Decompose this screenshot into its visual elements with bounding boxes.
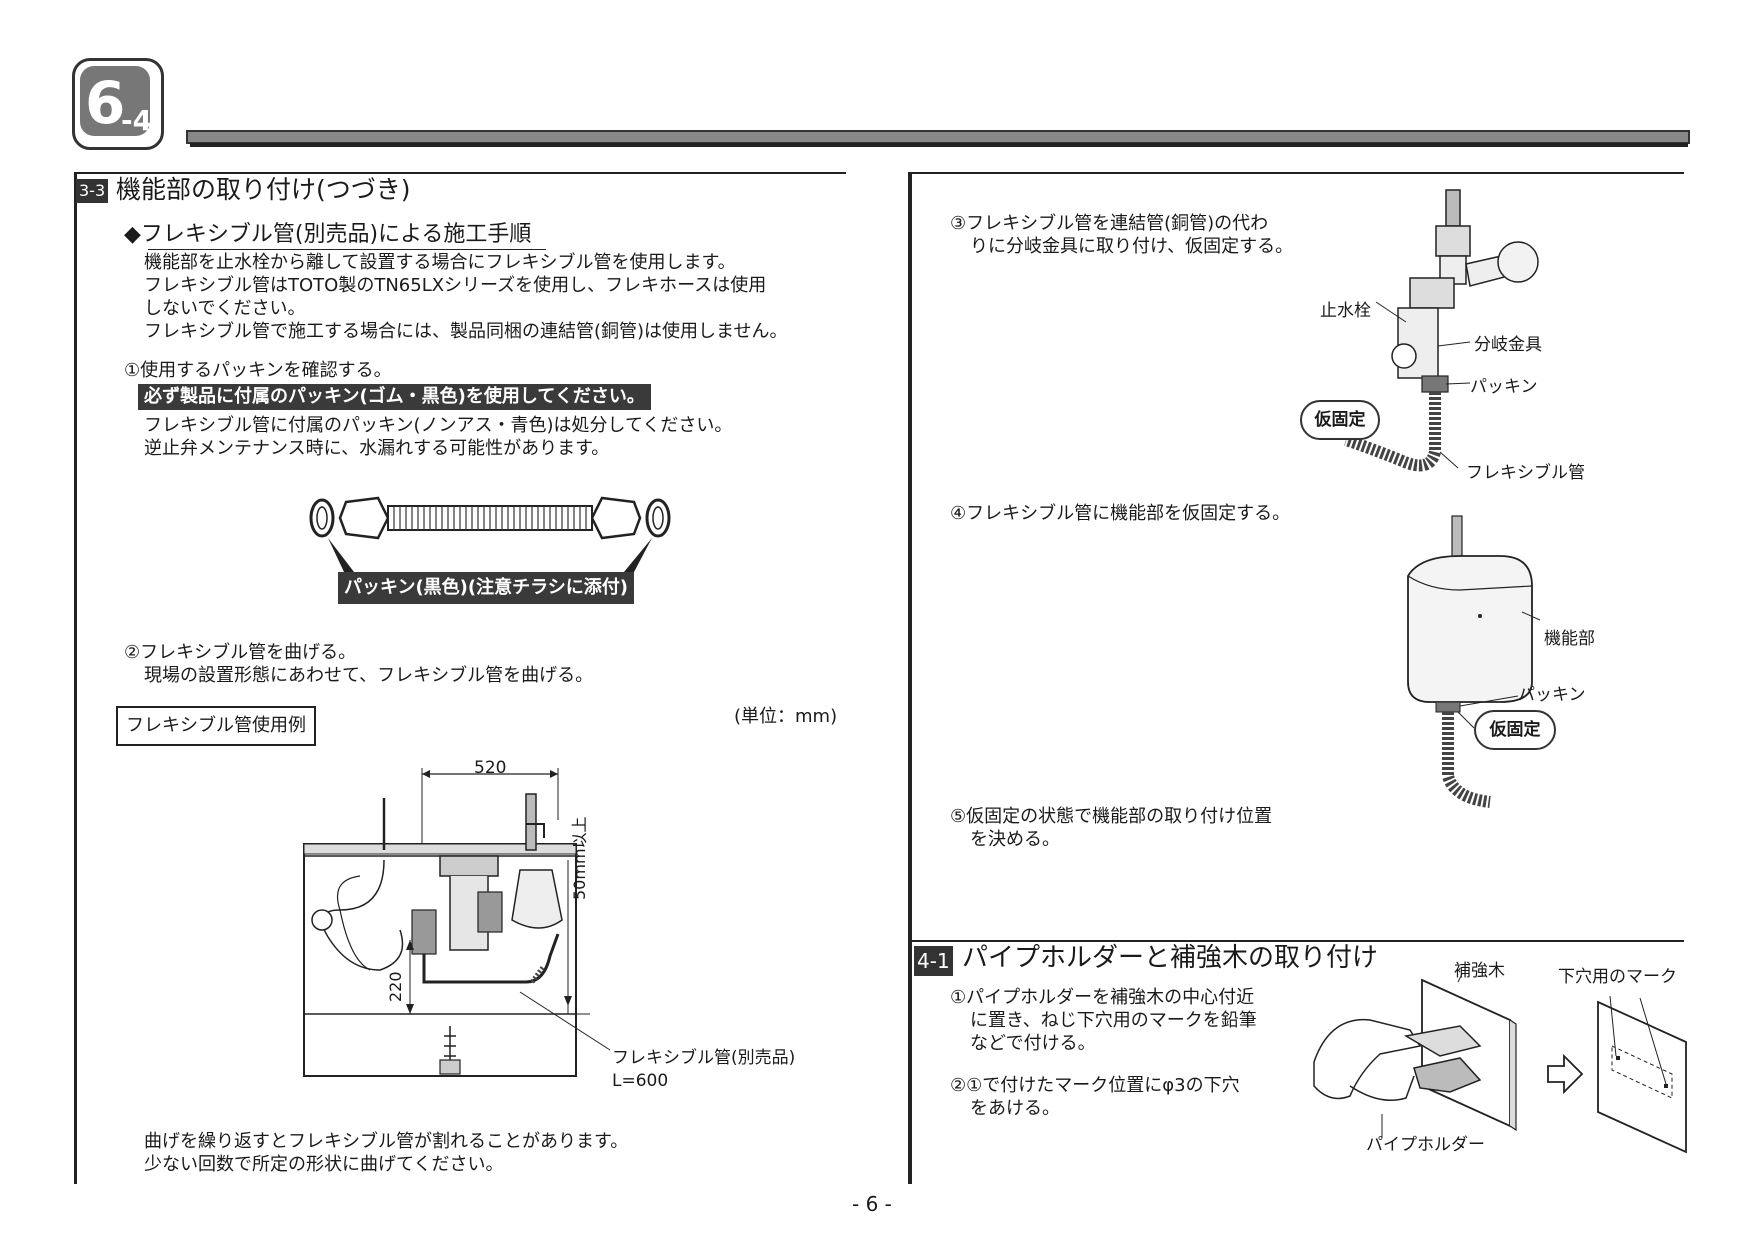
subheading: ◆フレキシブル管(別売品)による施工手順: [124, 222, 532, 247]
sec2-step-1-line-3: などで付ける。: [970, 1033, 1096, 1054]
label-packing: パッキン: [1470, 377, 1538, 397]
intro-line-1: 機能部を止水栓から離して設置する場合にフレキシブル管を使用します。: [144, 252, 736, 273]
section-2-badge: 4-1: [914, 946, 953, 976]
section-2-rule: [912, 940, 1684, 942]
step-3-line-2: りに分岐金具に取り付け、仮固定する。: [970, 236, 1294, 257]
header-rule: [186, 130, 1690, 144]
footer-note-1: 曲げを繰り返すとフレキシブル管が割れることがあります。: [144, 1131, 629, 1152]
label-flex: フレキシブル管: [1466, 463, 1585, 483]
section-2-heading: パイプホルダーと補強木の取り付け: [962, 943, 1379, 973]
label-reinforce: 補強木: [1454, 961, 1505, 981]
section-heading: 機能部の取り付け(つづき): [116, 175, 411, 204]
step-3-line-1: ③フレキシブル管を連結管(銅管)の代わ: [950, 213, 1269, 234]
step-2: ②フレキシブル管を曲げる。: [124, 642, 357, 663]
sec2-step-1-line-2: に置き、ねじ下穴用のマークを鉛筆: [970, 1010, 1257, 1031]
header-rule-shadow: [190, 143, 1688, 147]
sec2-step-1-line-1: ①パイプホルダーを補強木の中心付近: [950, 987, 1255, 1008]
unit-label: (単位：mm): [734, 706, 838, 727]
label-packing-2: パッキン: [1518, 685, 1586, 705]
right-column-rule: [908, 172, 912, 1184]
label-temp-fix: 仮固定: [1300, 400, 1380, 440]
valve-illustration: [1344, 189, 1539, 472]
step-5-line-2: を決める。: [970, 829, 1060, 850]
dim-520: 520: [474, 758, 507, 778]
step-4: ④フレキシブル管に機能部を仮固定する。: [950, 503, 1291, 524]
holder-illustration: [1313, 973, 1687, 1154]
unit-illustration: [1407, 515, 1541, 808]
cabinet-diagram: [303, 768, 611, 1077]
right-head-rule: [908, 172, 1684, 174]
step-1: ①使用するパッキンを確認する。: [124, 360, 392, 381]
intro-line-4: フレキシブル管で施工する場合には、製品同梱の連結管(銅管)は使用しません。: [144, 321, 788, 342]
section-badge: 3-3: [76, 179, 109, 203]
warning-banner: 必ず製品に付属のパッキン(ゴム・黒色)を使用してください。: [138, 384, 651, 410]
label-holder: パイプホルダー: [1366, 1135, 1485, 1155]
flex-pipe-illustration: [309, 496, 671, 572]
step-1-note-2: 逆止弁メンテナンス時に、水漏れする可能性があります。: [144, 438, 610, 459]
label-temp-fix-2: 仮固定: [1474, 710, 1556, 750]
step-5-line-1: ⑤仮固定の状態で機能部の取り付け位置: [950, 806, 1273, 827]
dim-220: 220: [386, 971, 405, 1002]
page-number: - 6 -: [852, 1192, 892, 1216]
section-tab-number: 6: [85, 69, 126, 137]
label-unit: 機能部: [1544, 629, 1595, 649]
sec2-step-2-line-1: ②①で付けたマーク位置にφ3の下穴: [950, 1075, 1240, 1096]
flex-label-1: フレキシブル管(別売品): [612, 1048, 796, 1068]
left-column-rule: [74, 172, 77, 1184]
section-tab: 6 -4: [72, 58, 164, 150]
subheading-underline: [148, 249, 546, 250]
footer-note-2: 少ない回数で所定の形状に曲げてください。: [144, 1154, 504, 1175]
step-2-note: 現場の設置形態にあわせて、フレキシブル管を曲げる。: [144, 665, 594, 686]
section-tab-sub: -4: [121, 104, 153, 137]
label-mark: 下穴用のマーク: [1558, 967, 1677, 987]
packing-label: パッキン(黒色)(注意チラシに添付): [338, 572, 635, 604]
label-branch: 分岐金具: [1474, 335, 1542, 355]
example-box: フレキシブル管使用例: [116, 706, 316, 746]
flex-label-2: L=600: [612, 1071, 669, 1091]
sec2-step-2-line-2: をあける。: [970, 1098, 1060, 1119]
intro-line-3: しないでください。: [144, 298, 306, 319]
left-head-rule: [74, 172, 846, 174]
step-1-note-1: フレキシブル管に付属のパッキン(ノンアス・青色)は処分してください。: [144, 415, 733, 436]
intro-line-2: フレキシブル管はTOTO製のTN65LXシリーズを使用し、フレキホースは使用: [144, 275, 767, 296]
dim-50: 50mm以上: [570, 816, 589, 900]
label-stop-valve: 止水栓: [1320, 301, 1371, 321]
